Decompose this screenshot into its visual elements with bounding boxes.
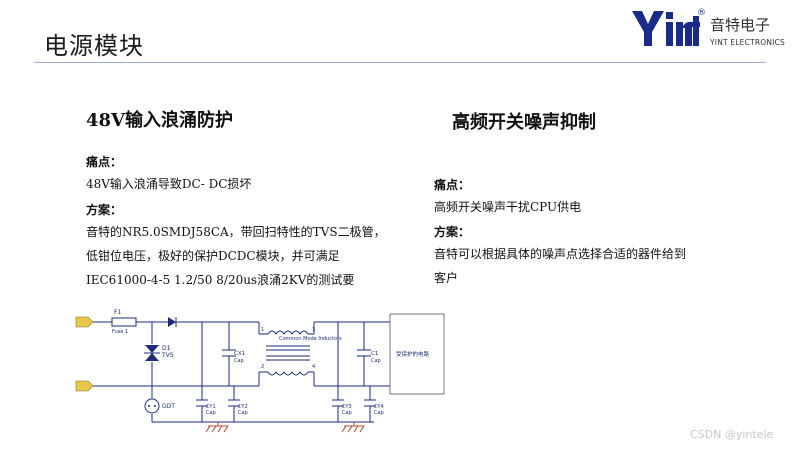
cx1-capacitor-symbol (222, 349, 236, 357)
right-plan-label: 方案： (434, 225, 471, 239)
left-plan-line-3: IEC61000-4-5 1.2/50 8/20us浪涌2KV的测试要 (86, 273, 355, 287)
protected-circuit-label: 受保护的电路 (396, 350, 430, 358)
right-pain-text: 高频开关噪声干扰CPU供电 (434, 200, 582, 214)
series-diode-symbol (168, 317, 184, 327)
input-terminals (75, 316, 94, 392)
left-pain-label: 痛点： (86, 155, 123, 169)
protected-circuit-box (389, 313, 445, 395)
cy1-cy2-capacitor-symbols (196, 399, 240, 407)
logo-chinese-name: 音特电子 (710, 16, 771, 34)
logo-english-name: YINT ELECTRONICS (710, 38, 785, 47)
right-plan-line-1: 音特可以根据具体的噪声点选择合适的器件给到 (434, 247, 687, 261)
brand-logo: ® 音特电子 YINT ELECTRONICS (630, 8, 790, 50)
cx1-ref: CX1 (234, 351, 245, 357)
gdt-symbol (144, 398, 160, 414)
right-plan-line-2: 客户 (434, 271, 459, 285)
yint-logo-mark (632, 11, 700, 46)
c1-name: Cap (371, 358, 381, 364)
protection-circuit-diagram: F1 Fuse 1 D1 TVS GDT CX1 Cap CY1 Cap CY2… (75, 309, 445, 433)
common-mode-inductor-symbol (266, 330, 310, 376)
csdn-watermark: CSDN @yintele (690, 428, 774, 441)
c1-ref: C1 (371, 351, 378, 357)
left-plan-line-2: 低钳位电压，极好的保护DCDC模块，并可满足 (86, 249, 340, 263)
right-pain-label: 痛点： (434, 178, 471, 192)
c1-capacitor-symbol (357, 349, 371, 357)
cmc-pin-3: 3 (312, 327, 315, 333)
page-title: 电源模块 (44, 32, 144, 60)
cy3-ref: CY3 (342, 404, 352, 410)
cy2-name: Cap (238, 410, 248, 416)
cy1-name: Cap (206, 410, 216, 416)
registered-mark: ® (697, 8, 706, 18)
cx1-name: Cap (234, 358, 244, 364)
cmc-pin-1: 1 (261, 327, 264, 333)
cy4-name: Cap (374, 410, 384, 416)
title-divider (34, 62, 766, 63)
left-plan-label: 方案： (86, 203, 123, 217)
cmc-name: Common Mode Inductors (279, 336, 342, 342)
tvs-ref: D1 (162, 345, 171, 352)
cy3-name: Cap (342, 410, 352, 416)
fuse-symbol (111, 317, 137, 327)
cy1-ref: CY1 (206, 404, 216, 410)
tvs-diode-symbol (144, 344, 160, 362)
gdt-name: GDT (162, 403, 175, 410)
right-heading: 高频开关噪声抑制 (452, 112, 596, 133)
left-plan-line-1: 音特的NR5.0SMDJ58CA，带回扫特性的TVS二极管， (86, 225, 386, 239)
ground-symbol-right (341, 422, 365, 433)
cmc-pin-2: 2 (261, 364, 264, 370)
fuse-name: Fuse 1 (112, 329, 128, 335)
left-heading: 48V输入浪涌防护 (86, 110, 234, 131)
tvs-name: TVS (161, 352, 174, 359)
cy3-cy4-capacitor-symbols (332, 399, 376, 407)
fuse-ref: F1 (114, 309, 121, 316)
cy4-ref: CY4 (374, 404, 384, 410)
cy2-ref: CY2 (238, 404, 248, 410)
ground-symbol-left (205, 422, 229, 433)
left-pain-text: 48V输入浪涌导致DC- DC损坏 (86, 177, 252, 191)
cmc-pin-4: 4 (312, 364, 315, 370)
